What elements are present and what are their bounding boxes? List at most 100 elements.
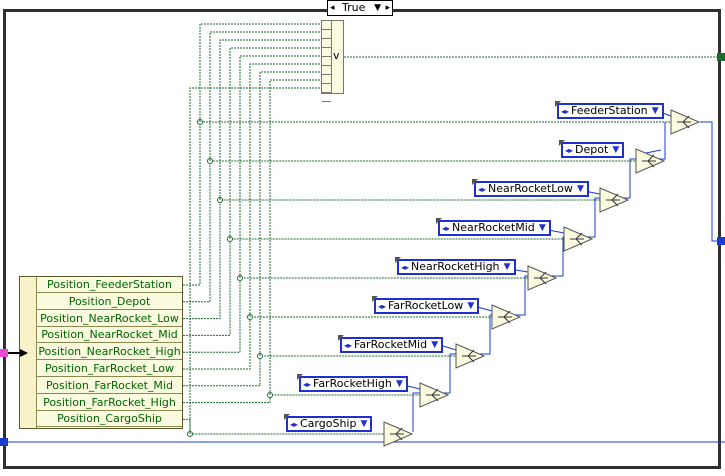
enum-label: FarRocketLow	[388, 299, 464, 312]
previous-case-icon[interactable]: ◂	[330, 3, 335, 13]
select-node[interactable]	[527, 265, 558, 291]
enum-label: Depot	[575, 143, 609, 156]
or-input-wire	[209, 31, 321, 161]
or-input-wire	[239, 55, 321, 278]
result-wire	[700, 121, 718, 242]
error-input-terminal[interactable]	[0, 438, 8, 446]
cluster-element: Position_CargoShip	[37, 411, 182, 428]
enum-icon: ◂▸	[303, 380, 312, 389]
unbundle-input-strip	[20, 277, 37, 428]
boolean-wire	[183, 277, 528, 353]
constant-corner-icon	[338, 335, 344, 341]
constant-corner-icon	[472, 179, 478, 185]
enum-label: CargoShip	[300, 417, 357, 430]
select-node[interactable]	[599, 187, 630, 213]
constant-corner-icon	[284, 414, 290, 420]
boolean-wire	[183, 394, 420, 404]
chevron-down-icon[interactable]: ▼	[431, 340, 439, 350]
enum-icon: ◂▸	[478, 185, 487, 194]
boolean-wire	[183, 121, 671, 286]
enum-constant[interactable]: ◂▸FeederStation▼	[555, 101, 664, 119]
enum-label: FeederStation	[571, 104, 648, 117]
or-array-node[interactable]: v	[321, 20, 344, 102]
select-icon	[498, 310, 512, 324]
boolean-wire	[183, 238, 564, 336]
chevron-down-icon[interactable]: ▼	[612, 145, 620, 155]
boolean-wire	[183, 355, 456, 387]
cluster-element: Position_FarRocket_Mid	[37, 378, 182, 394]
cluster-element: Position_FarRocket_Low	[37, 361, 182, 377]
enum-icon: ◂▸	[561, 107, 570, 116]
cluster-input-terminal[interactable]	[0, 349, 8, 357]
enum-constant[interactable]: ◂▸NearRocketLow▼	[472, 179, 589, 197]
enum-constant[interactable]: ◂▸Depot▼	[559, 140, 625, 158]
boolean-wire	[183, 316, 492, 370]
enum-constant[interactable]: ◂▸CargoShip▼	[284, 414, 373, 432]
chevron-down-icon[interactable]: ▼	[538, 223, 546, 233]
constant-corner-icon	[297, 374, 303, 380]
constant-corner-icon	[436, 218, 442, 224]
select-icon	[606, 193, 620, 207]
constant-corner-icon	[372, 296, 378, 302]
enum-constant[interactable]: ◂▸NearRocketMid▼	[436, 218, 551, 236]
enum-constant[interactable]: ◂▸FarRocketMid▼	[338, 335, 444, 353]
select-icon	[390, 427, 404, 441]
select-icon	[426, 388, 440, 402]
boolean-wire	[183, 418, 384, 435]
enum-icon: ◂▸	[442, 224, 451, 233]
chevron-down-icon[interactable]: ▼	[395, 379, 403, 389]
cluster-element: Position_NearRocket_Mid	[37, 327, 182, 344]
cluster-element: Position_Depot	[37, 294, 182, 310]
chevron-down-icon[interactable]: ▼	[374, 3, 381, 13]
cluster-element: Position_FarRocket_High	[37, 395, 182, 411]
enum-icon: ◂▸	[565, 146, 574, 155]
chevron-down-icon[interactable]: ▼	[651, 106, 659, 116]
cluster-element: Position_NearRocket_High	[37, 345, 182, 361]
enum-label: NearRocketLow	[488, 182, 573, 195]
select-node[interactable]	[635, 148, 666, 174]
select-icon	[462, 349, 476, 363]
boolean-wire	[183, 160, 636, 303]
chevron-down-icon[interactable]: ▼	[503, 262, 511, 272]
cluster-element: Position_NearRocket_Low	[37, 311, 182, 327]
enum-label: NearRocketMid	[452, 221, 535, 234]
or-input-wire	[249, 63, 321, 317]
case-selector-value: True	[342, 1, 366, 14]
constant-corner-icon	[559, 140, 565, 146]
select-icon	[677, 115, 691, 129]
select-node[interactable]	[455, 343, 486, 369]
enum-constant[interactable]: ◂▸NearRocketHigh▼	[395, 257, 516, 275]
select-node[interactable]	[419, 382, 450, 408]
result-output-terminal[interactable]	[717, 237, 725, 245]
or-input-wire	[259, 71, 321, 356]
constant-corner-icon	[555, 101, 561, 107]
boolean-wire	[183, 199, 600, 320]
select-node[interactable]	[383, 421, 414, 447]
case-selector[interactable]: ◂ True ▼ ▸	[327, 0, 393, 16]
enum-constant[interactable]: ◂▸FarRocketLow▼	[372, 296, 480, 314]
enum-constant[interactable]: ◂▸FarRocketHigh▼	[297, 374, 408, 392]
chevron-down-icon[interactable]: ▼	[576, 184, 584, 194]
cluster-element: Position_FeederStation	[37, 277, 182, 293]
select-icon	[570, 232, 584, 246]
enum-icon: ◂▸	[378, 302, 387, 311]
or-input-wire	[189, 87, 321, 434]
arrow-right-icon	[8, 349, 28, 357]
enum-icon: ◂▸	[344, 341, 353, 350]
select-node[interactable]	[670, 109, 701, 135]
enum-icon: ◂▸	[401, 263, 410, 272]
next-case-icon[interactable]: ▸	[385, 3, 390, 13]
enum-label: FarRocketMid	[354, 338, 428, 351]
select-node[interactable]	[563, 226, 594, 252]
or-input-wire	[229, 47, 321, 239]
chevron-down-icon[interactable]: ▼	[467, 301, 475, 311]
select-node[interactable]	[491, 304, 522, 330]
or-input-wire	[219, 39, 321, 200]
chevron-down-icon[interactable]: ▼	[360, 419, 368, 429]
boolean-output-terminal[interactable]	[717, 53, 725, 61]
constant-corner-icon	[395, 257, 401, 263]
